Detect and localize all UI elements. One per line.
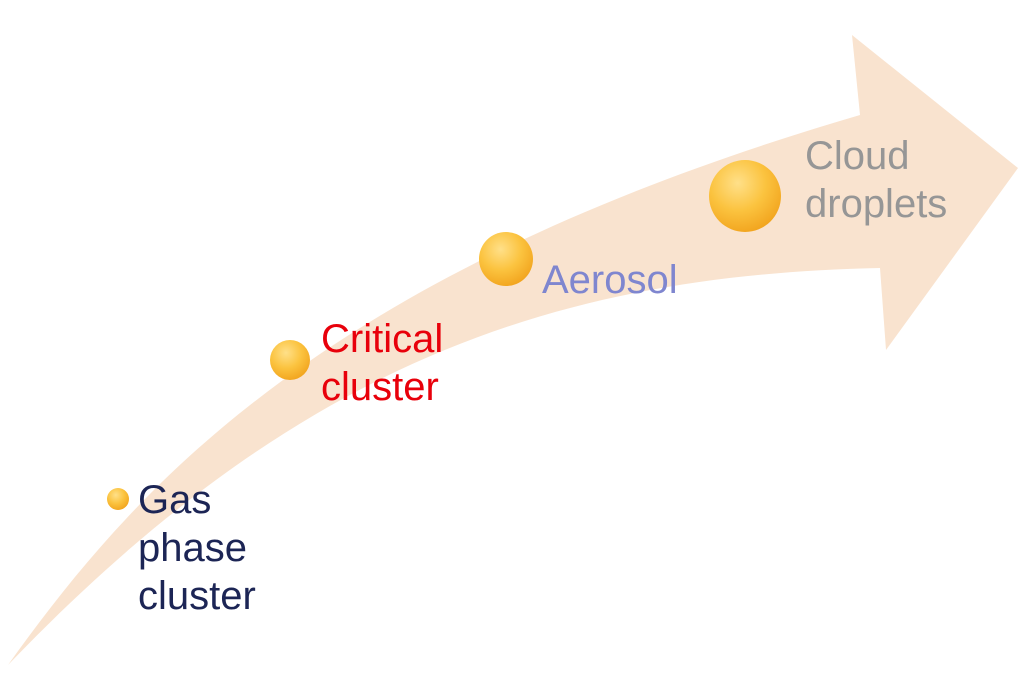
aerosol-particle (479, 232, 533, 286)
aerosol-line-1: Aerosol (542, 258, 678, 302)
gas-phase-cluster-particle (107, 488, 129, 510)
cloud-droplets-label: Cloud droplets (805, 132, 947, 228)
aerosol-label: Aerosol (542, 256, 678, 304)
gas-phase-cluster-line-3: cluster (138, 574, 256, 618)
cloud-droplets-line-2: droplets (805, 182, 948, 226)
cloud-droplet-particle (709, 160, 781, 232)
critical-cluster-line-1: Critical (321, 317, 444, 361)
gas-phase-cluster-label: Gas phase cluster (138, 476, 256, 620)
cloud-droplets-line-1: Cloud (805, 134, 910, 178)
gas-phase-cluster-line-2: phase (138, 526, 247, 570)
critical-cluster-particle (270, 340, 310, 380)
critical-cluster-label: Critical cluster (321, 315, 443, 411)
critical-cluster-line-2: cluster (321, 365, 439, 409)
gas-phase-cluster-line-1: Gas (138, 478, 212, 522)
